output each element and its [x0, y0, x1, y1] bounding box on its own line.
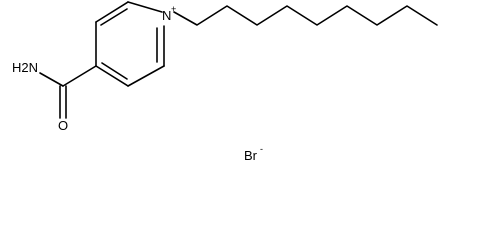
ring-bond-c2-c3 — [95, 1, 129, 23]
alkyl-chain — [173, 5, 438, 26]
chemical-structure: N + H2N O Br - — [12, 1, 438, 163]
amide-nitrogen-label: H2N — [12, 60, 38, 75]
ring-bond-c2-c3-inner — [100, 8, 128, 26]
bond-carbonyl-nh2 — [39, 72, 64, 87]
bromide-charge: - — [260, 144, 263, 154]
ring-bond-c5-c6 — [127, 65, 165, 87]
ring-bond-n-c2 — [127, 1, 163, 13]
nonyl-chain — [173, 5, 438, 26]
structure-canvas: N + H2N O Br - — [12, 1, 438, 163]
ring-bond-c4-c5-inner — [101, 62, 128, 80]
ring-bond-c4-c5 — [95, 65, 129, 87]
bromide-label: Br — [244, 148, 258, 163]
ring-nitrogen-label: N — [162, 8, 171, 23]
bond-c4-carbonyl — [62, 65, 97, 87]
ring-nitrogen-charge: + — [171, 4, 176, 14]
pyridinium-ring — [95, 1, 165, 87]
amide-group — [39, 65, 97, 119]
amide-oxygen-label: O — [58, 118, 68, 133]
